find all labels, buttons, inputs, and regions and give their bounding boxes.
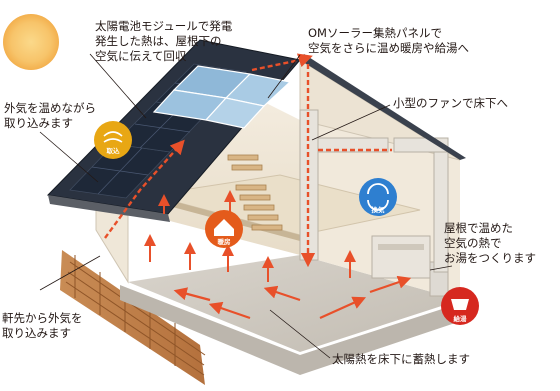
underfloor-airflow	[173, 275, 412, 320]
heating-badge: 暖房	[205, 210, 243, 248]
hot-water-badge-label: 給湯	[454, 314, 468, 323]
floor-storage-callout: 太陽熱を床下に蓄熱します	[332, 352, 470, 366]
fan-badge-label: 換気	[372, 205, 386, 214]
warm-outside-air-callout: 外気を温めながら 取り込みます	[4, 101, 96, 130]
intake-badge: 取込	[94, 121, 132, 159]
airflow-arrows	[104, 53, 392, 268]
callout-leaders	[39, 53, 453, 359]
sun-icon	[3, 14, 59, 70]
foundation	[120, 285, 470, 375]
om-collector-panel	[152, 65, 292, 129]
intake-badge-label: 取込	[107, 146, 121, 155]
rising-warm-air	[144, 190, 356, 282]
hot-water-badge: 給湯	[441, 287, 479, 325]
heating-badge-label: 暖房	[218, 237, 232, 246]
hot-air-duct	[299, 109, 449, 273]
fan-badge: 換気	[359, 178, 397, 216]
eaves-intake-callout: 軒先から外気を 取り込みます	[2, 311, 83, 340]
wooden-deck	[60, 250, 206, 385]
staircase	[227, 154, 283, 231]
om-panel-callout: OMソーラー集熱パネルで 空気をさらに温め暖房や給湯へ	[308, 26, 469, 55]
roof-heat-water-callout: 屋根で温めた 空気の熱で お湯をつくります	[444, 221, 536, 265]
underfloor-slab	[128, 255, 460, 352]
small-fan-callout: 小型のファンで床下へ	[393, 96, 508, 110]
solar-module-callout: 太陽電池モジュールで発電 発生した熱は、屋根下の 空気に伝えて回収	[95, 19, 233, 63]
